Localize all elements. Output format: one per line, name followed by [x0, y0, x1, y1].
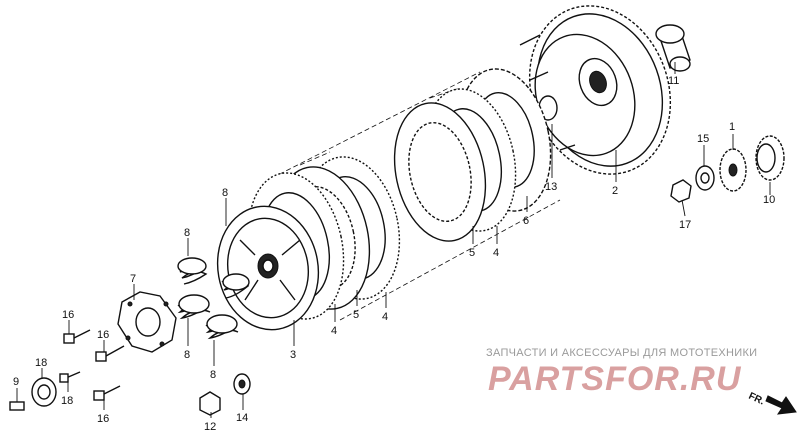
lifter-bearing: [31, 377, 57, 407]
clutch-spring-bottom: [205, 314, 239, 340]
callout-4-b: 4: [382, 311, 388, 323]
callout-7: 7: [130, 273, 136, 285]
flange-nut: [199, 391, 221, 416]
lifter-rod: [9, 401, 25, 411]
primary-drive-gear: [755, 135, 785, 181]
callout-3: 3: [290, 349, 296, 361]
callout-12: 12: [204, 421, 216, 433]
watermark-brand: PARTSFOR.RU: [488, 360, 742, 398]
callout-4-a: 4: [331, 325, 337, 337]
leader-lines: [16, 62, 771, 418]
callout-17: 17: [679, 219, 691, 231]
callout-10: 10: [763, 194, 775, 206]
callout-4-c: 4: [493, 247, 499, 259]
front-direction-arrow: FR.: [747, 391, 797, 415]
watermark: ЗАПЧАСТИ И АКСЕССУАРЫ ДЛЯ МОТОТЕХНИКИ PA…: [486, 347, 757, 398]
callout-5-a: 5: [469, 247, 475, 259]
lock-nut: [670, 179, 692, 203]
clutch-plate-upper: [393, 102, 487, 242]
clutch-spring-inner: [221, 273, 250, 299]
lifter-plate: [117, 291, 177, 353]
callout-2: 2: [612, 185, 618, 197]
primary-gear-spacer: [719, 148, 747, 192]
washer: [233, 373, 251, 395]
callout-18-b: 18: [61, 395, 73, 407]
callout-18-a: 18: [35, 357, 47, 369]
arrow-icon: [765, 395, 797, 415]
callout-8-d: 8: [210, 369, 216, 381]
lock-washer: [695, 165, 715, 191]
watermark-caption: ЗАПЧАСТИ И АКСЕССУАРЫ ДЛЯ МОТОТЕХНИКИ: [486, 347, 757, 359]
bolt-upper: [63, 329, 91, 344]
clutch-spring-middle: [177, 294, 211, 320]
collar: [655, 24, 691, 72]
callout-labels: 1 2 3 4 4 4 5 5 6 7 8 8 8 8 9 10 11 12 1…: [13, 75, 775, 433]
callout-6: 6: [523, 215, 529, 227]
callout-11: 11: [668, 75, 679, 87]
clutch-spring-top: [177, 257, 208, 285]
lifter-pin: [59, 371, 81, 383]
callout-8-c: 8: [184, 349, 190, 361]
callout-16-b: 16: [97, 329, 109, 341]
callout-16-c: 16: [97, 413, 109, 425]
callout-5-b: 5: [353, 309, 359, 321]
bolt-lower: [93, 385, 121, 401]
callout-8-a: 8: [222, 187, 228, 199]
front-direction-label: FR.: [747, 391, 766, 408]
plate-stack-outline: [271, 71, 561, 321]
callout-16-a: 16: [62, 309, 74, 321]
callout-15: 15: [697, 133, 709, 145]
bolt-middle: [95, 345, 125, 362]
callout-14: 14: [236, 412, 248, 424]
callout-1: 1: [729, 121, 735, 133]
callout-13: 13: [545, 181, 557, 193]
callout-9: 9: [13, 376, 19, 388]
callout-8-b: 8: [184, 227, 190, 239]
